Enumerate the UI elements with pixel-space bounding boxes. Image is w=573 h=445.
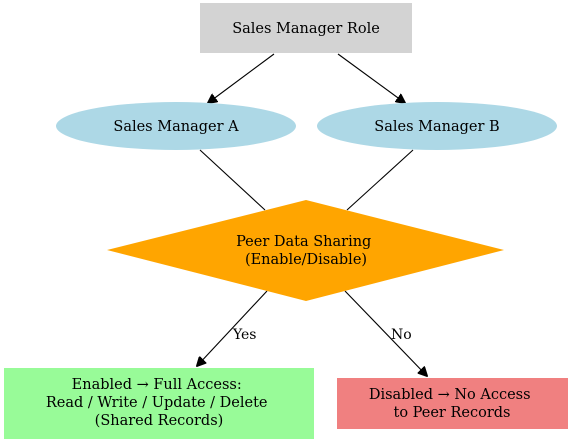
edge-label-yes: Yes [232, 327, 257, 343]
node-disabled-access-line-1: Disabled → No Access [369, 387, 531, 403]
node-sales-manager-b: Sales Manager B [317, 102, 557, 150]
node-sales-manager-b-label: Sales Manager B [374, 119, 499, 135]
node-disabled-access-label: Disabled → No Access to Peer Records [369, 387, 535, 421]
node-enabled-access-line-3: (Shared Records) [95, 413, 224, 429]
node-sales-manager-a-shape [56, 102, 296, 150]
node-sales-manager-role-label: Sales Manager Role [232, 21, 380, 37]
edge-manager-a-to-peer-sharing [199, 149, 266, 211]
node-enabled-access-label: Enabled → Full Access: Read / Write / Up… [46, 377, 272, 429]
node-sales-manager-b-shape [317, 102, 557, 150]
node-sales-manager-a: Sales Manager A [56, 102, 296, 150]
node-disabled-access: Disabled → No Access to Peer Records [337, 378, 568, 429]
node-enabled-access-box [4, 368, 314, 439]
node-sales-manager-a-label: Sales Manager A [113, 119, 239, 135]
edge-manager-b-to-peer-sharing [346, 149, 414, 211]
edge-peer-sharing-to-enabled [197, 290, 268, 366]
node-enabled-access: Enabled → Full Access: Read / Write / Up… [4, 368, 314, 439]
node-peer-data-sharing-line-1: Peer Data Sharing [236, 234, 371, 250]
edges: Yes No [197, 53, 427, 376]
edge-label-no: No [391, 327, 412, 343]
node-peer-data-sharing: Peer Data Sharing (Enable/Disable) [107, 200, 504, 301]
node-sales-manager-role-box [200, 3, 412, 53]
node-disabled-access-line-2: to Peer Records [394, 405, 511, 421]
node-enabled-access-line-1: Enabled → Full Access: [72, 377, 242, 393]
node-enabled-access-line-2: Read / Write / Update / Delete [46, 395, 268, 411]
node-sales-manager-role: Sales Manager Role [200, 3, 412, 53]
node-peer-data-sharing-shape [107, 200, 504, 301]
edge-role-to-manager-a [208, 53, 275, 103]
edge-peer-sharing-to-disabled [344, 290, 427, 376]
node-peer-data-sharing-label: Peer Data Sharing (Enable/Disable) [236, 234, 376, 268]
node-disabled-access-box [337, 378, 568, 429]
node-peer-data-sharing-line-2: (Enable/Disable) [245, 252, 367, 268]
edge-role-to-manager-b [337, 53, 405, 103]
